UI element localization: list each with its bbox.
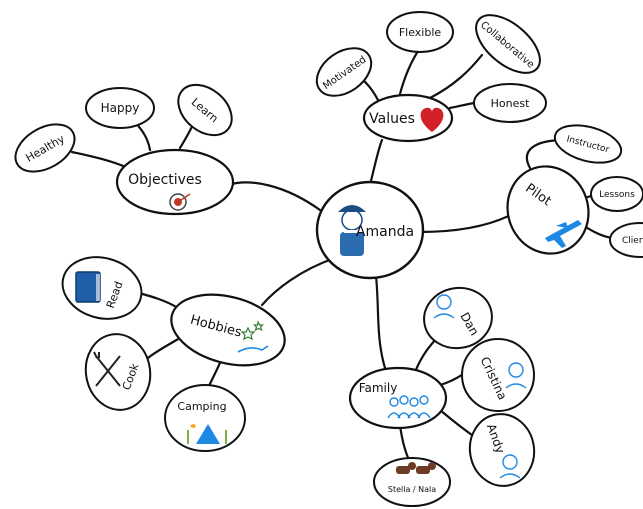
node-dan[interactable]: Dan xyxy=(419,283,496,354)
person-dan-icon xyxy=(433,294,455,319)
family-child-stella-nala: Stella / Nala xyxy=(388,485,436,494)
connector-values-collaborative xyxy=(428,53,484,100)
node-lessons[interactable]: Lessons xyxy=(590,176,643,212)
dogs-icon xyxy=(396,462,436,474)
book-icon xyxy=(75,271,101,303)
objectives-child-happy: Happy xyxy=(101,101,140,115)
node-happy[interactable]: Happy xyxy=(85,87,155,129)
node-cook[interactable]: Cook xyxy=(80,329,156,415)
node-flexible[interactable]: Flexible xyxy=(386,11,454,53)
connector-hobbies-cook xyxy=(146,336,182,360)
objectives-label: Objectives xyxy=(128,172,202,188)
connector-values-flexible xyxy=(398,46,422,96)
connector-center-pilot xyxy=(418,208,522,234)
connector-center-values xyxy=(368,138,384,187)
connector-family-andy xyxy=(438,408,474,437)
node-cristina[interactable]: Cristina xyxy=(461,338,535,412)
connector-values-honest xyxy=(448,101,476,110)
node-andy[interactable]: Andy xyxy=(464,409,540,491)
connector-objectives-healthy xyxy=(70,150,130,170)
connector-family-stella xyxy=(398,423,412,464)
node-read[interactable]: Read xyxy=(56,249,149,328)
node-pilot[interactable]: Pilot xyxy=(495,155,600,265)
person-cristina-icon xyxy=(505,362,527,389)
node-healthy[interactable]: Healthy xyxy=(7,115,82,182)
node-motivated[interactable]: Motivated xyxy=(308,38,380,105)
connector-center-objectives xyxy=(226,181,322,212)
heart-icon xyxy=(420,107,444,132)
family-label: Family xyxy=(359,381,398,395)
values-label: Values xyxy=(369,111,415,127)
target-icon xyxy=(169,193,191,211)
connector-center-hobbies xyxy=(260,256,337,307)
values-child-flexible: Flexible xyxy=(399,26,442,39)
node-center[interactable]: Amanda xyxy=(315,180,425,280)
node-honest[interactable]: Honest xyxy=(473,83,547,123)
center-label: Amanda xyxy=(356,224,414,240)
tent-icon xyxy=(187,424,227,444)
node-objectives[interactable]: Objectives xyxy=(115,148,235,216)
connector-center-family xyxy=(373,266,387,370)
family-group-icon xyxy=(387,395,431,419)
values-child-honest: Honest xyxy=(491,97,530,110)
node-values[interactable]: Values xyxy=(362,93,454,143)
person-andy-icon xyxy=(499,454,521,479)
node-family[interactable]: Family xyxy=(348,366,448,430)
fork-knife-icon xyxy=(93,351,121,387)
node-camping[interactable]: Camping xyxy=(164,384,246,452)
hand-stars-icon xyxy=(237,320,269,353)
node-learn[interactable]: Learn xyxy=(169,75,242,146)
pilot-child-lessons: Lessons xyxy=(599,190,635,200)
pilot-avatar-icon xyxy=(338,205,366,256)
node-stella-nala[interactable]: Stella / Nala xyxy=(373,457,451,507)
hobbies-child-camping: Camping xyxy=(177,400,226,413)
node-instructor[interactable]: Instructor xyxy=(551,119,625,169)
node-hobbies[interactable]: Hobbies xyxy=(163,283,292,377)
node-collaborative[interactable]: Collaborative xyxy=(466,4,550,83)
airplane-icon xyxy=(545,220,582,248)
node-clients[interactable]: Clients xyxy=(609,222,643,258)
pilot-child-clients: Clients xyxy=(622,236,643,246)
